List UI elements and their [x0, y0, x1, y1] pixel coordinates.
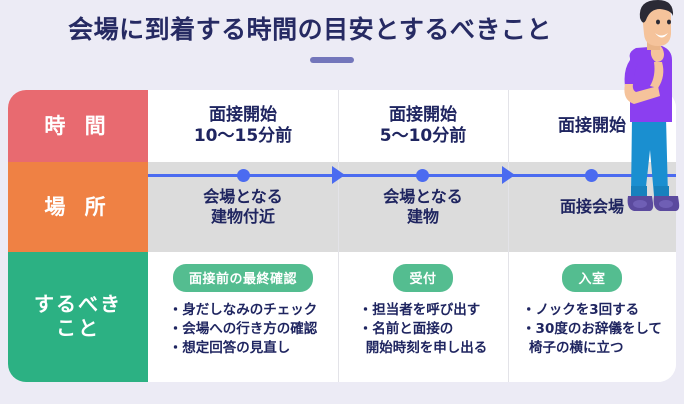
table-content: 面接開始 10〜15分前 面接開始 5〜10分前 面接開始 会場となる 建物付近	[148, 90, 676, 382]
bullet-list-col1: ・身だしなみのチェック ・会場への行き方の確認 ・想定回答の見直し	[169, 301, 318, 358]
column-divider-1	[338, 90, 339, 382]
comparison-table: 時 間 場 所 するべき こと 面接開始 10〜15分前	[8, 90, 676, 382]
cell-time-col3-line1: 面接開始	[558, 115, 626, 136]
eye	[656, 19, 660, 25]
row-time-background	[148, 90, 676, 162]
row-label-todo: するべき こと	[8, 252, 148, 382]
cell-place-col2: 会場となる 建物	[338, 162, 508, 252]
badge-col1: 面接前の最終確認	[172, 264, 313, 292]
list-item-continuation: 開始時刻を申し出る	[365, 340, 488, 357]
cell-place-col1: 会場となる 建物付近	[148, 162, 338, 252]
cell-todo-col2: 受付 ・担当者を呼び出す ・名前と面接の 開始時刻を申し出る	[338, 252, 508, 382]
row-label-time: 時 間	[8, 90, 148, 162]
bullet-list-col2: ・担当者を呼び出す ・名前と面接の 開始時刻を申し出る	[359, 301, 488, 358]
row-label-time-text: 時 間	[44, 113, 112, 138]
row-label-todo-text: するべき こと	[34, 293, 122, 340]
mouth	[655, 33, 668, 38]
row-label-place-text: 場 所	[44, 194, 112, 219]
cell-place-col3: 面接会場	[508, 162, 676, 252]
list-item: ・名前と面接の	[358, 321, 454, 338]
cell-time-col2-line2: 5〜10分前	[379, 126, 467, 146]
cell-place-col2-line2: 建物	[406, 207, 439, 226]
cell-todo-col1: 面接前の最終確認 ・身だしなみのチェック ・会場への行き方の確認 ・想定回答の見…	[148, 252, 338, 382]
shirt	[629, 46, 672, 122]
badge-col3: 入室	[562, 264, 622, 292]
row-label-column: 時 間 場 所 するべき こと	[8, 90, 148, 382]
list-item: ・会場への行き方の確認	[168, 321, 318, 338]
row-label-place: 場 所	[8, 162, 148, 252]
list-item: ・想定回答の見直し	[168, 340, 291, 357]
pant-cuff-left	[631, 186, 647, 198]
row-label-todo-line2: こと	[56, 316, 100, 340]
cell-place-col1-line1: 会場となる	[203, 187, 283, 207]
list-item: ・担当者を呼び出す	[358, 302, 481, 318]
cell-time-col2: 面接開始 5〜10分前	[338, 90, 508, 162]
timeline-arrow-2	[502, 166, 515, 184]
timeline-dot-2	[416, 169, 429, 182]
cell-time-col3: 面接開始	[508, 90, 676, 162]
badge-col2: 受付	[393, 264, 453, 292]
column-divider-2	[508, 90, 509, 382]
pant-cuff-right	[654, 186, 669, 198]
cell-todo-col3: 入室 ・ノックを3回する ・30度のお辞儀をして 椅子の横に立つ	[508, 252, 676, 382]
row-label-todo-line1: するべき	[34, 292, 122, 317]
forearm	[624, 84, 660, 104]
page-title: 会場に到着する時間の目安とするべきこと	[68, 15, 552, 44]
cell-place-col3-line1: 面接会場	[559, 197, 624, 217]
cell-time-col1: 面接開始 10〜15分前	[148, 90, 338, 162]
shoe-detail-right	[659, 200, 673, 208]
timeline-dot-1	[237, 169, 250, 182]
shoe-detail-left	[633, 200, 647, 208]
cell-place-col2-line1: 会場となる	[383, 187, 463, 207]
timeline-line	[148, 174, 676, 177]
cell-place-col1-line2: 建物付近	[210, 207, 275, 226]
list-item-continuation: 椅子の横に立つ	[529, 340, 624, 357]
sleeve-left	[624, 60, 638, 88]
bullet-list-col3: ・ノックを3回する ・30度のお辞儀をして 椅子の横に立つ	[522, 301, 662, 358]
cell-time-col1-line2: 10〜15分前	[193, 126, 293, 146]
eye-right	[667, 19, 671, 25]
cell-time-col2-line1: 面接開始	[389, 105, 457, 126]
title-underline-rule	[310, 57, 354, 63]
cell-time-col1-line1: 面接開始	[209, 105, 277, 126]
hair	[639, 0, 674, 23]
upper-arm-right	[650, 62, 664, 88]
list-item: ・30度のお辞儀をして	[522, 321, 662, 338]
pants	[631, 118, 668, 196]
list-item: ・身だしなみのチェック	[168, 302, 318, 318]
list-item: ・ノックを3回する	[522, 302, 640, 318]
timeline-arrow-1	[332, 166, 345, 184]
thinking-man-illustration	[624, 0, 680, 211]
timeline-dot-3	[585, 169, 598, 182]
